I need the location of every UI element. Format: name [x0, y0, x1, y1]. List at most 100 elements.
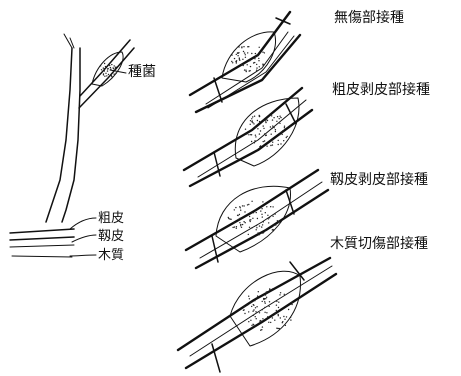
- stipple-dot: [273, 117, 274, 118]
- stipple-dot: [248, 134, 249, 135]
- stipple-dot: [270, 206, 271, 207]
- stipple-dot: [251, 53, 252, 54]
- stipple-dot: [236, 54, 237, 55]
- stipple-dot: [247, 52, 248, 53]
- stipple-dot: [256, 225, 257, 226]
- stipple-dot: [111, 64, 112, 65]
- stipple-dot: [260, 210, 261, 211]
- stipple-dot: [272, 139, 273, 140]
- stipple-dot: [242, 205, 243, 206]
- stipple-dot: [250, 221, 251, 222]
- stipple-dot: [241, 227, 242, 228]
- stipple-dot: [267, 316, 268, 317]
- stipple-dot: [232, 227, 233, 228]
- stipple-dot: [243, 65, 244, 66]
- stipple-dot: [255, 127, 256, 128]
- stipple-dot: [272, 144, 273, 145]
- stipple-dot: [233, 222, 234, 223]
- stipple-dot: [256, 70, 257, 71]
- stipple-dot: [237, 52, 238, 53]
- stipple-dot: [242, 59, 243, 60]
- stipple-dot: [248, 296, 249, 297]
- stipple-dot: [272, 142, 273, 143]
- stipple-dot: [264, 52, 265, 53]
- stipple-dot: [265, 298, 266, 299]
- stipple-dot: [255, 135, 256, 136]
- stipple-dot: [266, 135, 267, 136]
- stipple-dot: [259, 121, 260, 122]
- bark-layer-section: [10, 218, 96, 257]
- method-drawing-4: [178, 258, 336, 372]
- tree-illustration: [46, 34, 134, 222]
- method-drawing-2: [184, 88, 312, 186]
- stipple-dot: [273, 224, 274, 225]
- stipple-dot: [262, 216, 263, 217]
- stipple-dot: [249, 216, 250, 217]
- stipple-dot: [110, 67, 111, 68]
- stipple-dot: [266, 146, 267, 147]
- stipple-dot: [268, 322, 269, 323]
- stipple-dot: [284, 126, 285, 127]
- stipple-dot: [239, 59, 240, 60]
- stipple-dot: [252, 218, 253, 219]
- stipple-dot: [247, 64, 248, 65]
- stipple-dot: [245, 129, 246, 130]
- stipple-dot: [290, 126, 291, 127]
- stipple-dot: [234, 226, 235, 227]
- stipple-dot: [263, 232, 264, 233]
- stipple-dot: [246, 133, 247, 134]
- stipple-dot: [239, 214, 240, 215]
- stipple-dot: [263, 119, 264, 120]
- stipple-dot: [238, 46, 239, 47]
- stipple-dot: [234, 209, 235, 210]
- stipple-dot: [249, 70, 250, 71]
- stipple-dot: [104, 70, 105, 71]
- stipple-dot: [262, 301, 263, 302]
- stipple-dot: [266, 292, 267, 293]
- stipple-dot: [105, 66, 106, 67]
- stipple-dot: [276, 305, 277, 306]
- stipple-dot: [269, 306, 270, 307]
- stipple-dot: [239, 206, 240, 207]
- stipple-dot: [276, 301, 277, 302]
- stipple-dot: [231, 61, 232, 62]
- stipple-dot: [279, 116, 280, 117]
- stipple-dot: [290, 317, 291, 318]
- stipple-dot: [250, 66, 251, 67]
- stipple-dot: [263, 128, 264, 129]
- stipple-dot: [268, 222, 269, 223]
- stipple-dot: [251, 213, 252, 214]
- stipple-dot: [282, 321, 283, 322]
- stipple-dot: [265, 294, 266, 295]
- stipple-dot: [272, 216, 273, 217]
- stipple-dot: [278, 302, 279, 303]
- stipple-dot: [256, 318, 257, 319]
- stipple-dot: [259, 115, 260, 116]
- stipple-dot: [265, 303, 266, 304]
- stipple-dot: [280, 317, 281, 318]
- stipple-dot: [270, 140, 271, 141]
- stipple-dot: [272, 119, 273, 120]
- method-label-4: 木質切傷部接種: [330, 236, 428, 252]
- stipple-dot: [270, 322, 271, 323]
- stipple-dot: [279, 123, 280, 124]
- stipple-dot: [253, 123, 254, 124]
- stipple-dot: [254, 142, 255, 143]
- stipple-dot: [104, 63, 105, 64]
- stipple-dot: [245, 222, 246, 223]
- stipple-dot: [280, 292, 281, 293]
- stipple-dot: [247, 204, 248, 205]
- stipple-dot: [238, 52, 239, 53]
- stipple-dot: [257, 218, 258, 219]
- stipple-dot: [250, 120, 251, 121]
- stipple-dot: [103, 67, 104, 68]
- stipple-dot: [243, 221, 244, 222]
- stipple-dot: [265, 122, 266, 123]
- stipple-dot: [263, 141, 264, 142]
- method-label-1: 無傷部接種: [334, 10, 404, 26]
- stipple-dot: [262, 309, 263, 310]
- stipple-dot: [108, 68, 109, 69]
- stipple-dot: [256, 64, 257, 65]
- stipple-dot: [240, 210, 241, 211]
